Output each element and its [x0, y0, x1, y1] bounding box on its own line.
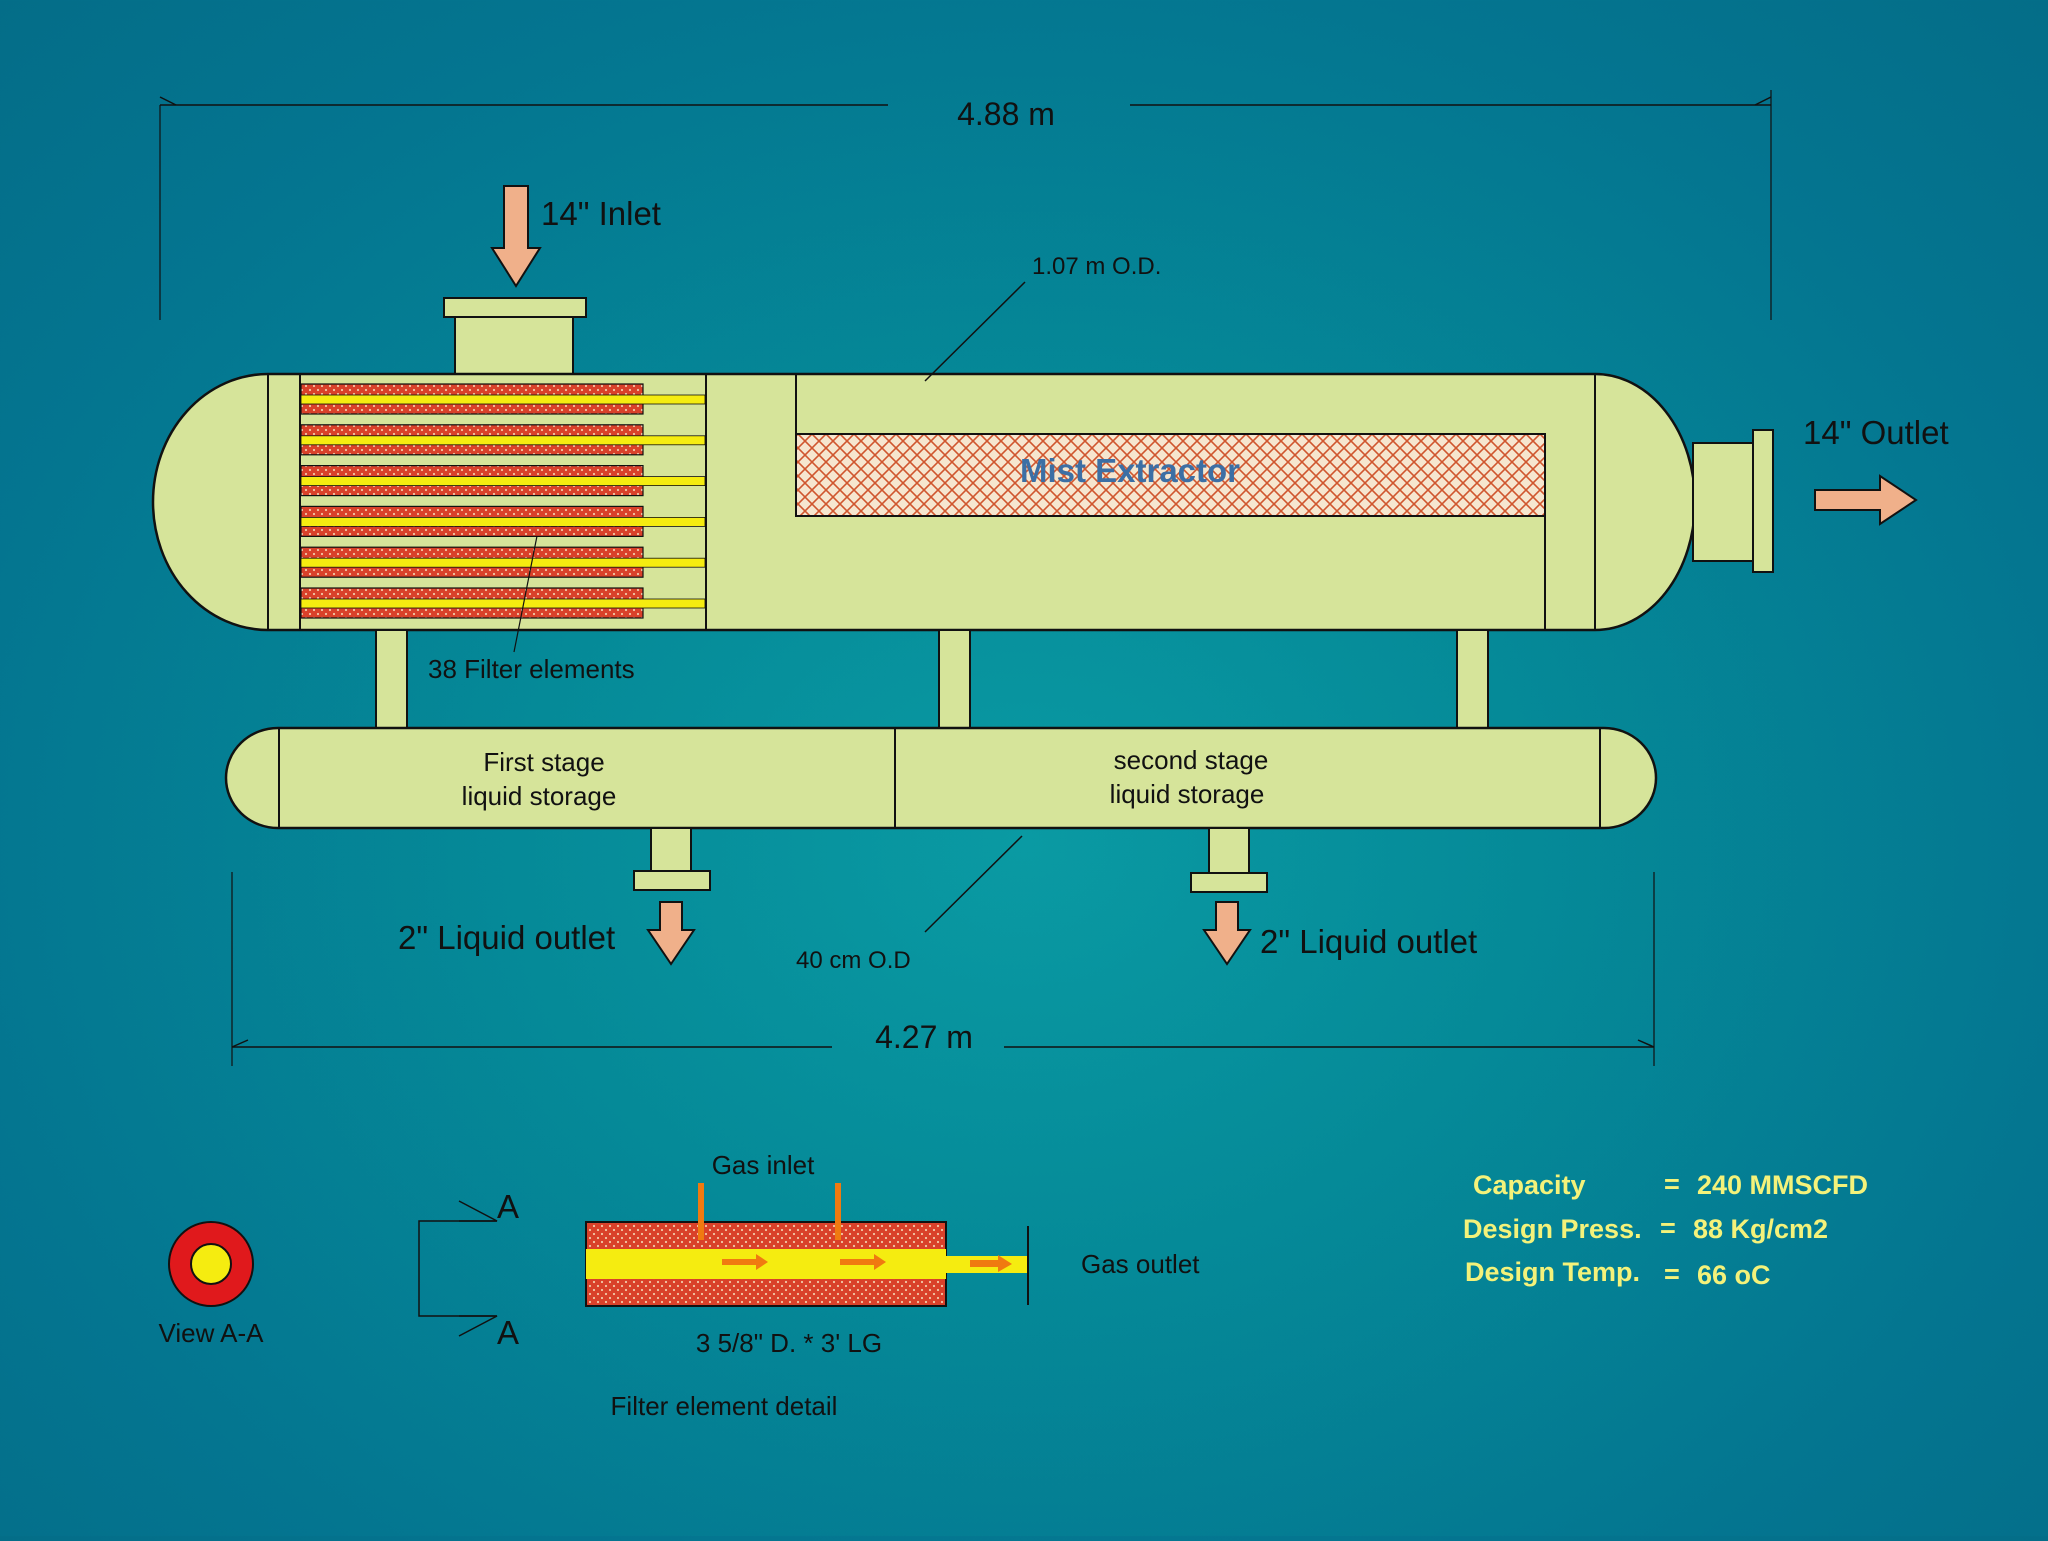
filter-bundle: [300, 383, 706, 619]
spec-eq-press: =: [1660, 1213, 1676, 1243]
filter-element-detail: Gas inlet Gas outlet 3 5/8" D. * 3' LG F…: [585, 1150, 1200, 1421]
filter-detail-caption: Filter element detail: [611, 1391, 838, 1421]
section-mark-bottom: A: [497, 1314, 519, 1351]
spec-label-capacity: Capacity: [1473, 1170, 1586, 1200]
second-stage-line2: liquid storage: [1110, 779, 1265, 809]
support-legs: [375, 629, 1489, 729]
first-stage-line2: liquid storage: [462, 781, 617, 811]
spec-label-press: Design Press.: [1463, 1214, 1642, 1244]
filter-element: [300, 546, 706, 578]
lower-od-label: 40 cm O.D: [796, 947, 911, 974]
liquid-outlet-right-label: 2" Liquid outlet: [1260, 923, 1477, 960]
outlet-label: 14" Outlet: [1803, 414, 1949, 451]
inlet-arrow-icon: [490, 185, 542, 288]
second-stage-line1: second stage: [1114, 745, 1269, 775]
lower-length-label: 4.27 m: [875, 1019, 973, 1055]
section-mark-top: A: [497, 1188, 519, 1225]
specs-block: Capacity = 240 MMSCFD Design Press. = 88…: [1463, 1169, 1868, 1290]
section-mark: A A: [418, 1188, 519, 1351]
filter-elements-label: 38 Filter elements: [428, 654, 635, 684]
filter-element: [300, 465, 706, 497]
filter-element: [300, 587, 706, 619]
outlet-nozzle: 14" Outlet: [1692, 414, 1949, 573]
outlet-arrow-icon: [1814, 474, 1918, 526]
liquid-outlet-left-label: 2" Liquid outlet: [398, 919, 615, 956]
view-aa-label: View A-A: [158, 1318, 264, 1348]
liquid-storage-vessel: First stage liquid storage second stage …: [224, 726, 1658, 830]
gas-outlet-label: Gas outlet: [1081, 1249, 1200, 1279]
view-aa: View A-A: [158, 1221, 264, 1348]
inlet-nozzle: 14" Inlet: [443, 185, 661, 376]
liquid-outlet-right: 2" Liquid outlet: [1190, 827, 1477, 966]
spec-eq-temp: =: [1664, 1259, 1680, 1289]
overall-dimension: 4.88 m: [159, 90, 1772, 320]
filter-element: [300, 383, 706, 415]
flow-arrow-icon: [722, 1254, 768, 1270]
liquid-outlet-right-arrow-icon: [1202, 901, 1252, 966]
spec-value-temp: 66 oC: [1697, 1260, 1771, 1290]
overall-length-label: 4.88 m: [957, 96, 1055, 132]
spec-value-capacity: 240 MMSCFD: [1697, 1170, 1868, 1200]
filter-element: [300, 505, 706, 537]
spec-value-press: 88 Kg/cm2: [1693, 1214, 1828, 1244]
spec-label-temp: Design Temp.: [1465, 1257, 1640, 1287]
flow-arrow-icon: [970, 1255, 1012, 1272]
mist-extractor-pad: [795, 433, 1546, 517]
gas-inlet-label: Gas inlet: [712, 1150, 815, 1180]
inlet-label: 14" Inlet: [541, 195, 661, 232]
liquid-outlet-left-arrow-icon: [646, 901, 696, 966]
mist-extractor-label: Mist Extractor: [1020, 452, 1240, 489]
flow-arrow-icon: [840, 1254, 886, 1270]
filter-element: [300, 424, 706, 456]
first-stage-line1: First stage: [483, 747, 604, 777]
main-vessel: Mist Extractor 1.07 m O.D.: [151, 253, 1697, 632]
filter-size-label: 3 5/8" D. * 3' LG: [696, 1328, 882, 1358]
spec-eq-capacity: =: [1664, 1169, 1680, 1199]
lower-dimension: 4.27 m: [231, 872, 1655, 1066]
liquid-outlet-left: 2" Liquid outlet: [398, 827, 711, 966]
vessel-od-label: 1.07 m O.D.: [1032, 253, 1161, 280]
